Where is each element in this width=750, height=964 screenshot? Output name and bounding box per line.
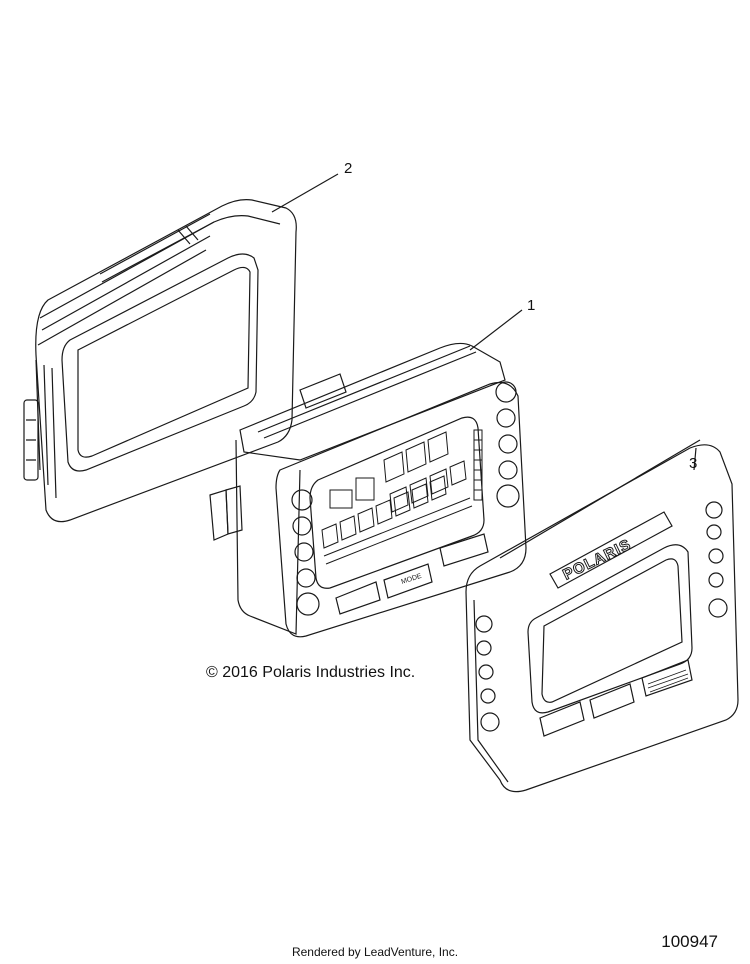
- copyright-notice: © 2016 Polaris Industries Inc.: [206, 664, 416, 681]
- diagram-number: 100947: [661, 932, 718, 951]
- mode-button-label: MODE: [400, 573, 422, 586]
- bezel-brand-text: POLARIS: [560, 536, 634, 584]
- part-2-gasket: [23, 199, 297, 523]
- callout-part-1: 1: [527, 297, 536, 314]
- leader-line-2: [271, 173, 339, 213]
- leader-line-1: [469, 309, 523, 351]
- part-3-bezel: POLARIS: [465, 439, 739, 793]
- callout-part-3: 3: [689, 455, 698, 472]
- leader-line-3: [693, 447, 697, 471]
- footer-credit: Rendered by LeadVenture, Inc.: [291, 945, 459, 959]
- callout-part-2: 2: [344, 160, 353, 177]
- part-1-display-unit: MODE: [209, 342, 527, 638]
